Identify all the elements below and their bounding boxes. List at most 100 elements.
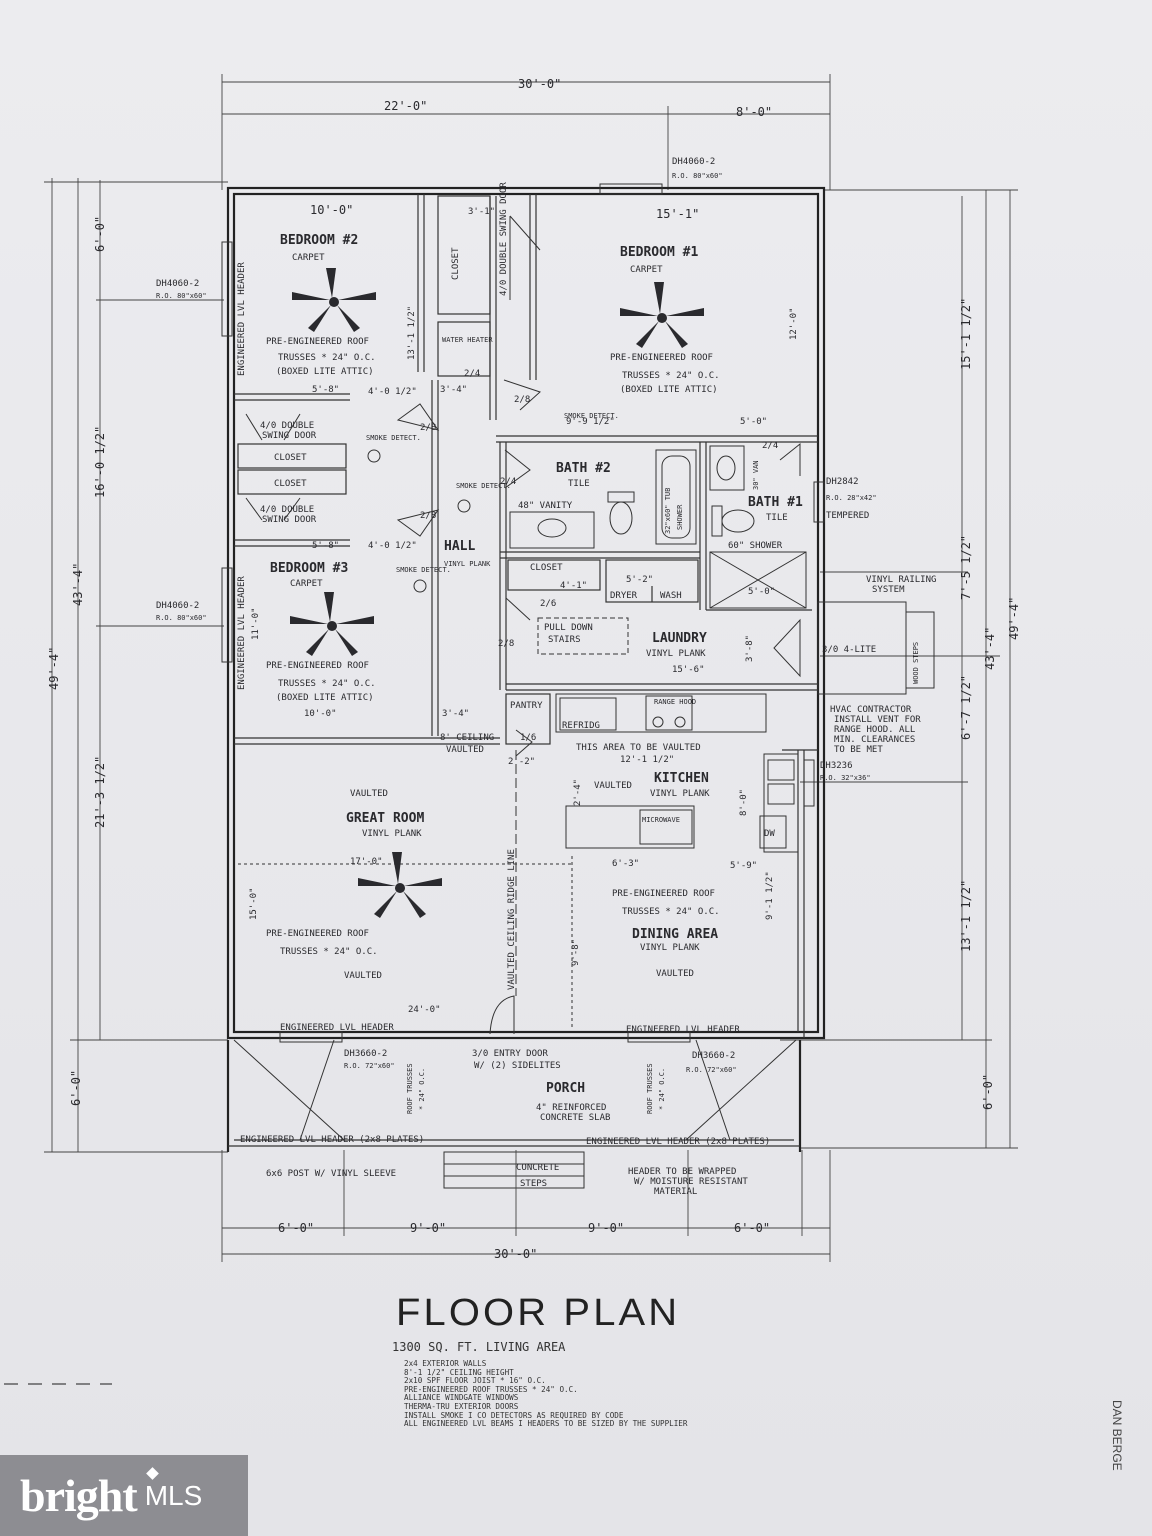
dim-4-0-b: 4'-0 1/2" xyxy=(368,541,417,551)
dim-bottom-4: 6'-0" xyxy=(734,1221,770,1235)
dim-8-0: 8'-0" xyxy=(739,789,749,816)
entry-door-label-2: W/ (2) SIDELITES xyxy=(474,1061,561,1071)
window-label-great-room: DH3660-2 xyxy=(344,1049,387,1059)
bedroom-3-ceiling-1: PRE-ENGINEERED ROOF xyxy=(266,661,369,671)
bedroom-2-ceiling-1: PRE-ENGINEERED ROOF xyxy=(266,337,369,347)
dim-right-porch: 6'-0" xyxy=(981,1074,995,1110)
ceiling-8-label: 8' CEILING xyxy=(440,733,494,743)
porch-title: PORCH xyxy=(546,1081,585,1096)
dim-left-mid: 16'-0 1/2" xyxy=(93,426,107,498)
window-ro-bedroom-1: R.O. 80"x60" xyxy=(672,172,723,180)
drawing-title: FLOOR PLAN xyxy=(396,1292,681,1334)
bottom-dimension-labels: 6'-0" 9'-0" 9'-0" 6'-0" 30'-0" xyxy=(278,1221,770,1261)
great-room-ceiling-1: PRE-ENGINEERED ROOF xyxy=(266,929,369,939)
dim-right-lower: 6'-7 1/2" xyxy=(959,675,973,740)
water-heater-label: WATER HEATER xyxy=(442,336,493,344)
bedroom-3-width: 10'-0" xyxy=(304,709,337,719)
bedroom-1-ceiling-2: TRUSSES * 24" O.C. xyxy=(622,371,720,381)
window-tempered: TEMPERED xyxy=(826,511,869,521)
window-label-bedroom-3: DH4060-2 xyxy=(156,601,199,611)
logo-mls: MLS xyxy=(144,1479,203,1511)
header-wrap-2: W/ MOISTURE RESISTANT xyxy=(634,1177,748,1187)
bedroom-3-labels: BEDROOM #3 CARPET PRE-ENGINEERED ROOF TR… xyxy=(237,561,376,719)
exterior-walls xyxy=(226,186,826,1040)
top-dimensions: 30'-0" 22'-0" 8'-0" xyxy=(221,74,831,190)
steps-label-2: STEPS xyxy=(520,1179,547,1189)
dim-overall-top: 30'-0" xyxy=(518,77,561,91)
closets-labels: 4/0 DOUBLE SWING DOOR CLOSET CLOSET 4/0 … xyxy=(260,182,509,719)
porch-trusses-left-oc: * 24" O.C. xyxy=(418,1068,426,1110)
dim-4-1: 4'-1" xyxy=(560,581,587,591)
note-item: INSTALL SMOKE I CO DETECTORS AS REQUIRED… xyxy=(404,1410,624,1420)
dining-ceiling-1: PRE-ENGINEERED ROOF xyxy=(612,889,715,899)
closet-door-label-2: SWING DOOR xyxy=(262,431,317,441)
bright-mls-logo: bright MLS xyxy=(0,1455,248,1536)
dim-2-4-k: 2'-4" xyxy=(573,779,583,806)
door-1-6: 1/6 xyxy=(520,733,536,743)
note-item: 2x10 SPF FLOOR JOIST * 16" O.C. xyxy=(404,1376,546,1386)
smoke-detector-label-4: SMOKE DETECT. xyxy=(564,412,619,420)
dim-5-8-a: 5'-8" xyxy=(312,385,339,395)
dim-top-right: 8'-0" xyxy=(736,105,772,119)
porch-trusses-left: ROOF TRUSSES xyxy=(406,1063,414,1114)
laundry-width: 15'-6" xyxy=(672,665,705,675)
steps-label-1: CONCRETE xyxy=(516,1163,559,1173)
dim-5-8-b: 5'-8" xyxy=(312,541,339,551)
left-dimensions: 49'-4" 43'-4" 6'-0" 16'-0 1/2" 21'-3 1/2… xyxy=(44,178,228,1153)
door-2-4-c: 2/4 xyxy=(762,441,778,451)
entry-door-label-1: 3/0 ENTRY DOOR xyxy=(472,1049,548,1059)
bedroom-3-header: ENGINEERED LVL HEADER xyxy=(237,576,247,690)
porch-slab-2: CONCRETE SLAB xyxy=(540,1113,610,1123)
window-label-bedroom-2: DH4060-2 xyxy=(156,279,199,289)
door-2-8-c: 2/8 xyxy=(514,395,530,405)
interior-walls xyxy=(234,194,818,745)
side-porch-labels: VINYL RAILING SYSTEM 3/0 4-LITE WOOD STE… xyxy=(822,575,936,755)
pantry-label: PANTRY xyxy=(510,701,543,711)
dim-right-outer: 49'-4" xyxy=(1007,597,1021,640)
vaulted-label-hall: VAULTED xyxy=(446,745,484,755)
dining-title: DINING AREA xyxy=(632,927,718,942)
dim-3-8: 3'-8" xyxy=(745,635,755,662)
window-ro-bath-1: R.O. 28"x42" xyxy=(826,494,877,502)
dim-right-bottom: 13'-1 1/2" xyxy=(959,880,973,952)
hvac-note-2: INSTALL VENT FOR xyxy=(834,715,921,725)
great-room-height: 15'-0" xyxy=(249,887,259,920)
dim-9-1: 9'-1 1/2" xyxy=(765,871,775,920)
porch-header-left: ENGINEERED LVL HEADER (2x8 PLATES) xyxy=(240,1135,424,1145)
note-item: THERMA-TRU EXTERIOR DOORS xyxy=(404,1401,519,1411)
great-room-labels: VAULTED GREAT ROOM VINYL PLANK 17'-0" 15… xyxy=(249,789,581,1015)
dim-5-0-a: 5'-0" xyxy=(740,417,767,427)
window-ro-dining: R.O. 72"x60" xyxy=(686,1066,737,1074)
closet-door-label-4: SWING DOOR xyxy=(262,515,317,525)
header-great-room: ENGINEERED LVL HEADER xyxy=(280,1023,394,1033)
window-label-bath-1: DH2842 xyxy=(826,477,859,487)
window-label-kitchen: DH3236 xyxy=(820,761,853,771)
porch-post-label: 6x6 POST W/ VINYL SLEEVE xyxy=(266,1169,396,1179)
window-label-dining: DH3660-2 xyxy=(692,1051,735,1061)
bedroom-2-width: 10'-0" xyxy=(310,203,353,217)
dining-floor: VINYL PLANK xyxy=(640,943,700,953)
bedroom-3-ceiling-2: TRUSSES * 24" O.C. xyxy=(278,679,376,689)
hall-labels: HALL VINYL PLANK 2/8 2/8 2/4 2/8 2/4 2/8… xyxy=(420,369,778,743)
door-2-4-a: 2/4 xyxy=(464,369,480,379)
note-item: PRE-ENGINEERED ROOF TRUSSES * 24" O.C. xyxy=(404,1384,578,1394)
bath-2-title: BATH #2 xyxy=(556,461,611,476)
great-room-floor: VINYL PLANK xyxy=(362,829,422,839)
smoke-detector-label-1: SMOKE DETECT. xyxy=(366,434,421,442)
bedroom-2-header: ENGINEERED LVL HEADER xyxy=(237,262,247,376)
pull-down-stairs-1: PULL DOWN xyxy=(544,623,593,633)
kitchen-labels: PANTRY REFRIDG RANGE HOOD 8' CEILING VAU… xyxy=(440,698,775,871)
bedroom-1-ceiling-3: (BOXED LITE ATTIC) xyxy=(620,385,718,395)
dim-5-9: 5'-9" xyxy=(730,861,757,871)
bedroom-3-ceiling-3: (BOXED LITE ATTIC) xyxy=(276,693,374,703)
dim-3-4-b: 3'-4" xyxy=(442,709,469,719)
range-hood-label: RANGE HOOD xyxy=(654,698,696,706)
general-notes: 2x4 EXTERIOR WALLS 8'-1 1/2" CEILING HEI… xyxy=(404,1359,687,1429)
laundry-labels: CLOSET 4'-1" 5'-2" DRYER WASH PULL DOWN … xyxy=(530,563,755,675)
door-2-4-b: 2/4 xyxy=(500,477,516,487)
porch-trusses-right: ROOF TRUSSES xyxy=(646,1063,654,1114)
header-labels: ENGINEERED LVL HEADER ENGINEERED LVL HEA… xyxy=(280,1023,740,1071)
dryer-label: DRYER xyxy=(610,591,638,601)
porch-header-right: ENGINEERED LVL HEADER (2x8 PLATES) xyxy=(586,1137,770,1147)
